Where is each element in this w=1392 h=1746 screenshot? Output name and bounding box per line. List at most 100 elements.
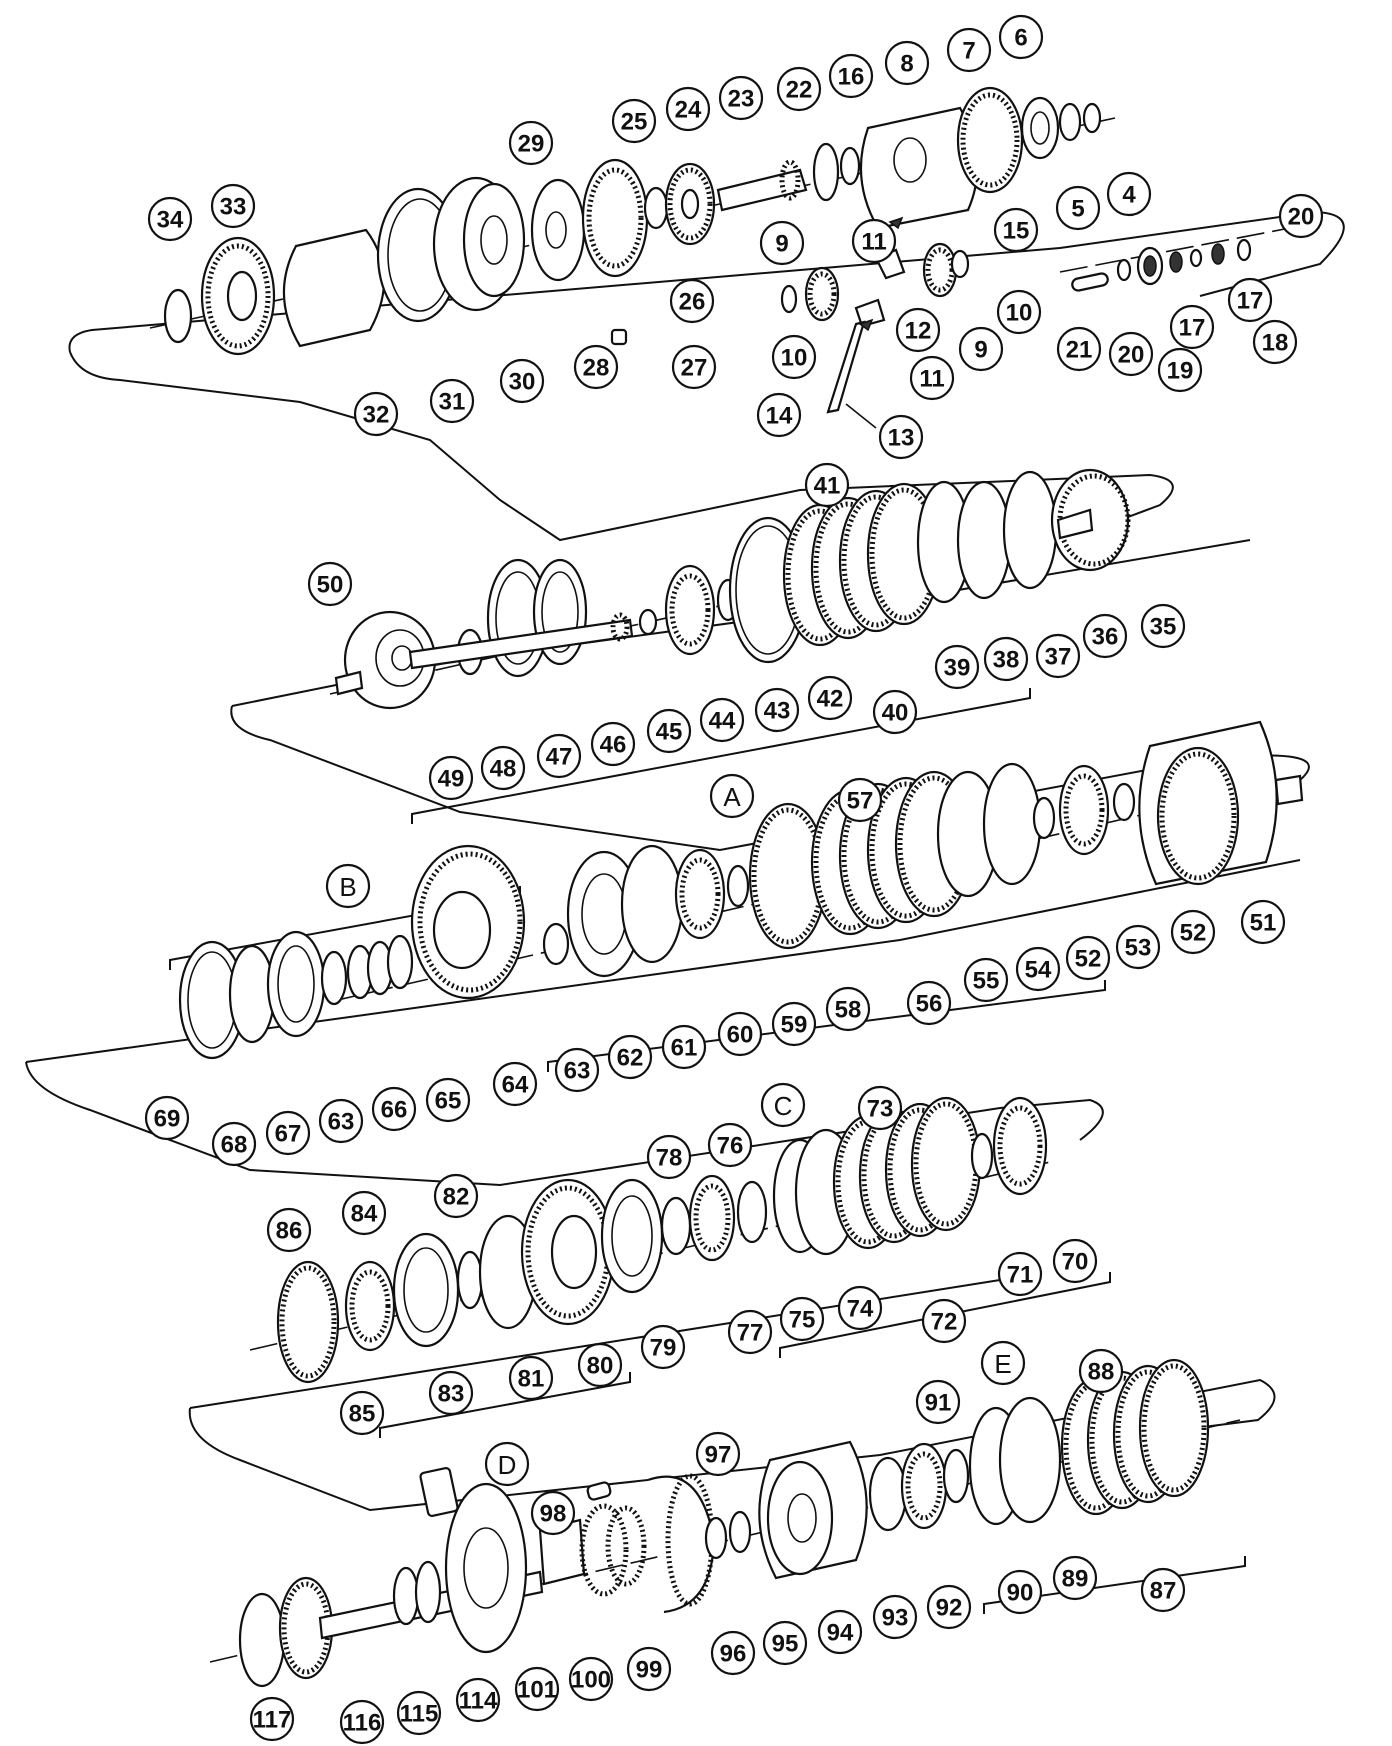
part-60-teeth — [679, 857, 721, 931]
part-callout-80: 80 — [577, 1342, 623, 1388]
callout-number: 9 — [775, 231, 788, 258]
bracket-bottom — [983, 1556, 1246, 1614]
part-callout-33: 33 — [210, 183, 256, 229]
callout-circle — [1078, 1348, 1124, 1394]
callout-circle — [266, 1207, 312, 1253]
part-callout-14: 14 — [756, 392, 802, 438]
callout-number: 31 — [439, 389, 466, 416]
callout-number: 53 — [1125, 935, 1152, 962]
part-28-29-plate — [530, 178, 586, 282]
section-brackets — [169, 688, 1246, 1614]
part-callout-52: 52 — [1170, 909, 1216, 955]
part-callout-23: 23 — [718, 75, 764, 121]
part-callout-99: 99 — [626, 1646, 672, 1692]
callout-circle — [396, 1690, 442, 1736]
callout-circle — [718, 75, 764, 121]
section-letter-B: B — [325, 863, 371, 909]
callout-number: 13 — [888, 425, 915, 452]
part-80-hub — [550, 1214, 598, 1290]
part-callout-29: 29 — [508, 120, 554, 166]
part-callout-71: 71 — [997, 1251, 1043, 1297]
part-callout-55: 55 — [963, 957, 1009, 1003]
callout-number: 6 — [1014, 25, 1027, 52]
part-callout-60: 60 — [717, 1011, 763, 1057]
callout-number: 40 — [882, 700, 909, 727]
part-63-snap-ring-left — [320, 950, 348, 1006]
callout-circle — [958, 326, 1004, 372]
part-callout-74: 74 — [837, 1285, 883, 1331]
part-callout-117: 117 — [249, 1696, 295, 1742]
callout-circle — [1052, 1555, 1098, 1601]
part-callout-86: 86 — [266, 1207, 312, 1253]
callout-number: 43 — [764, 698, 791, 725]
callout-circle — [837, 1285, 883, 1331]
part-8-window — [893, 137, 927, 183]
part-7-ring-gear — [956, 86, 1024, 194]
part-callout-38: 38 — [983, 636, 1029, 682]
callout-number: 37 — [1045, 644, 1072, 671]
part-51-teeth — [1159, 751, 1237, 881]
callout-number: 9 — [974, 337, 987, 364]
callout-circle — [1170, 909, 1216, 955]
part-callout-18: 18 — [1252, 319, 1298, 365]
callout-circle — [499, 358, 545, 404]
part-callout-64: 64 — [492, 1061, 538, 1107]
part-callout-5: 5 — [1055, 185, 1101, 231]
callout-number: 8 — [900, 51, 913, 78]
part-callout-114: 114 — [455, 1677, 501, 1723]
callout-circle — [341, 1190, 387, 1236]
callout-circle — [1052, 1238, 1098, 1284]
callout-circle — [577, 1342, 623, 1388]
callout-circle — [568, 1656, 614, 1702]
part-30-drum-face — [462, 182, 526, 298]
callout-number: 46 — [600, 732, 627, 759]
part-callout-21: 21 — [1056, 326, 1102, 372]
callout-number: 115 — [400, 1701, 439, 1728]
part-callout-43: 43 — [754, 687, 800, 733]
part-callout-92: 92 — [926, 1584, 972, 1630]
part-callout-79: 79 — [640, 1324, 686, 1370]
callout-number: 92 — [936, 1595, 963, 1622]
callout-circle — [554, 1047, 600, 1093]
part-callout-34: 34 — [147, 196, 193, 242]
part-61-ring — [620, 844, 684, 964]
callout-number: 15 — [1003, 218, 1030, 245]
callout-circle — [508, 120, 554, 166]
part-callout-49: 49 — [428, 755, 474, 801]
part-callout-26: 26 — [669, 278, 715, 324]
part-callout-10: 10 — [771, 334, 817, 380]
part-callout-8: 8 — [884, 40, 930, 86]
callout-number: 79 — [650, 1335, 677, 1362]
callout-circle — [530, 1490, 576, 1536]
part-36-shaft — [1056, 508, 1094, 540]
part-94-drum-hub — [787, 1493, 817, 1543]
part-87-88-clutch-plate-4 — [1138, 1358, 1210, 1498]
callout-number: 17 — [1179, 315, 1206, 342]
part-callout-12: 12 — [895, 307, 941, 353]
part-20-washer-right — [1236, 238, 1252, 262]
part-65-ring — [386, 934, 414, 990]
part-callout-25: 25 — [611, 98, 657, 144]
part-37-ring — [1002, 470, 1058, 590]
part-callout-69: 69 — [144, 1095, 190, 1141]
callout-circle — [590, 721, 636, 767]
part-callout-63: 63 — [318, 1098, 364, 1144]
callout-circle — [147, 196, 193, 242]
part-117-flange — [238, 1592, 286, 1688]
callout-circle — [997, 1251, 1043, 1297]
callout-circle — [428, 755, 474, 801]
callout-number: 24 — [675, 97, 702, 124]
callout-number: 73 — [867, 1096, 894, 1123]
callout-number: 16 — [838, 64, 865, 91]
callout-number: 95 — [772, 1631, 799, 1658]
callout-circle — [353, 391, 399, 437]
callout-number: 96 — [720, 1641, 747, 1668]
part-callout-17: 17 — [1227, 277, 1273, 323]
callout-number: C — [774, 1091, 793, 1121]
bracket-d — [379, 1372, 631, 1438]
part-callout-73: 73 — [857, 1085, 903, 1131]
callout-number: 32 — [363, 402, 390, 429]
part-callout-39: 39 — [934, 644, 980, 690]
callout-circle — [428, 1370, 474, 1416]
part-callout-81: 81 — [508, 1355, 554, 1401]
